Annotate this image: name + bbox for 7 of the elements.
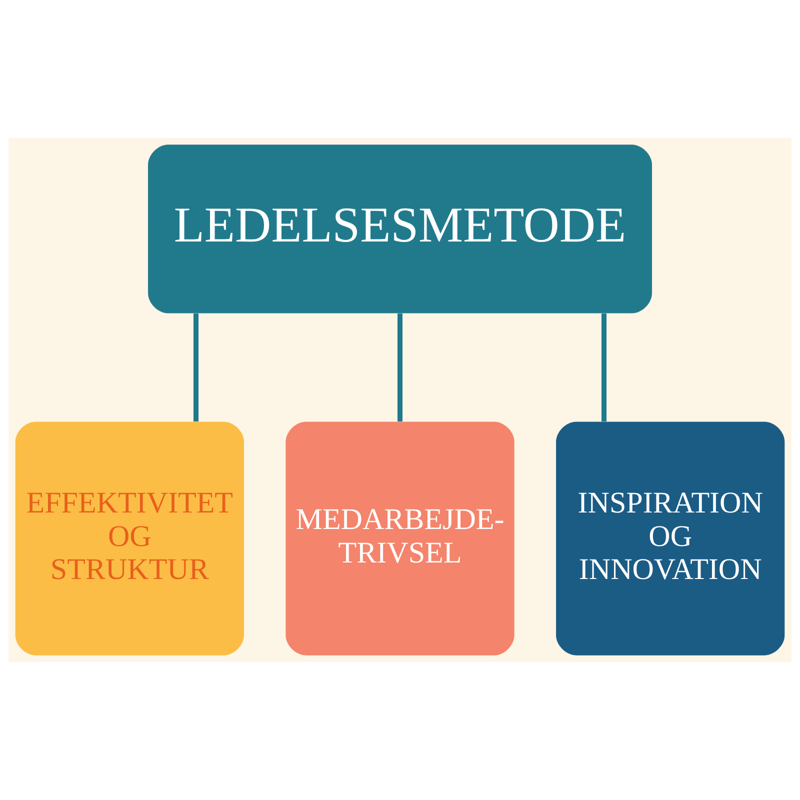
node-box: MEDARBEJDE- TRIVSEL (286, 422, 514, 656)
node-box: INSPIRATION OG INNOVATION (556, 422, 785, 656)
connector (602, 314, 607, 422)
connector (193, 314, 198, 422)
node-box: EFFEKTIVITET OG STRUKTUR (15, 422, 244, 656)
node-box: LEDELSESMETODE (148, 144, 652, 314)
connector (398, 314, 402, 422)
